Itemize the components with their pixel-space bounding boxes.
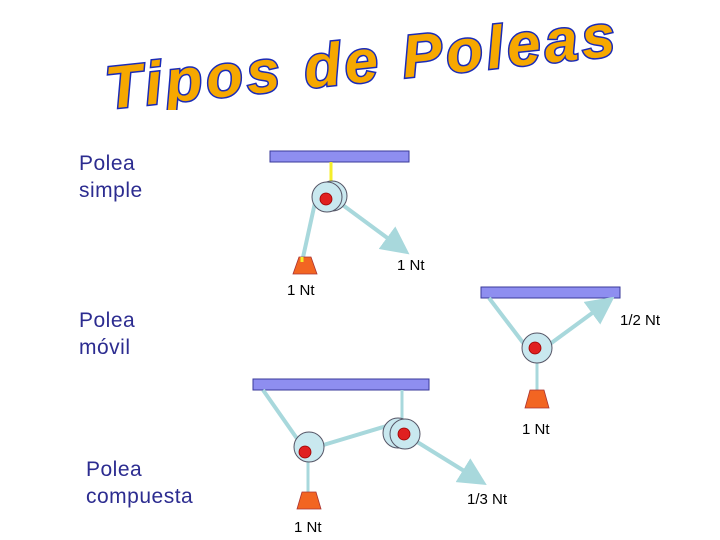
- simple-load-force: 1 Nt: [287, 282, 315, 299]
- movil-pull-force: 1/2 Nt: [620, 312, 661, 329]
- compuesta-load-weight: [296, 491, 322, 510]
- label-movil-line1: Polea: [79, 309, 136, 332]
- movil-load-weight: [524, 389, 550, 409]
- label-simple-line2: simple: [79, 179, 143, 202]
- label-compuesta-line2: compuesta: [86, 485, 194, 508]
- movil-pulley-axle: [528, 341, 542, 355]
- movil-load-force: 1 Nt: [522, 421, 550, 438]
- compuesta-rope-middle: [319, 423, 391, 448]
- label-polea-compuesta: Polea compuesta: [86, 456, 193, 510]
- simple-pulley-system: [269, 150, 410, 275]
- label-polea-movil: Polea móvil: [79, 307, 135, 361]
- simple-load-weight: [292, 256, 318, 275]
- movil-ceiling-bar: [480, 286, 621, 299]
- movil-pulley-system: [480, 286, 621, 409]
- compuesta-rope-pull: [412, 438, 487, 485]
- simple-ceiling-bar: [269, 150, 410, 163]
- label-compuesta-line1: Polea: [86, 458, 143, 481]
- label-movil-line2: móvil: [79, 336, 131, 359]
- simple-rope-load: [300, 197, 318, 263]
- movil-rope-fixed: [487, 296, 526, 346]
- simple-rope-pull: [338, 201, 410, 255]
- movil-rope-pull: [548, 296, 615, 346]
- compuesta-pulley-system: [252, 378, 487, 510]
- compuesta-rope-fixed: [261, 388, 300, 442]
- compuesta-moving-wheel: [293, 431, 325, 463]
- compuesta-moving-axle: [298, 445, 312, 459]
- compuesta-fixed-axle: [397, 427, 411, 441]
- compuesta-pull-force: 1/3 Nt: [467, 491, 508, 508]
- title-banner: Tipos de Poleas: [100, 0, 623, 110]
- label-polea-simple: Polea simple: [79, 150, 143, 204]
- label-simple-line1: Polea: [79, 152, 136, 175]
- simple-pulley-axle: [319, 192, 333, 206]
- compuesta-load-force: 1 Nt: [294, 519, 322, 536]
- compuesta-ceiling-bar: [252, 378, 430, 391]
- simple-pull-force: 1 Nt: [397, 257, 425, 274]
